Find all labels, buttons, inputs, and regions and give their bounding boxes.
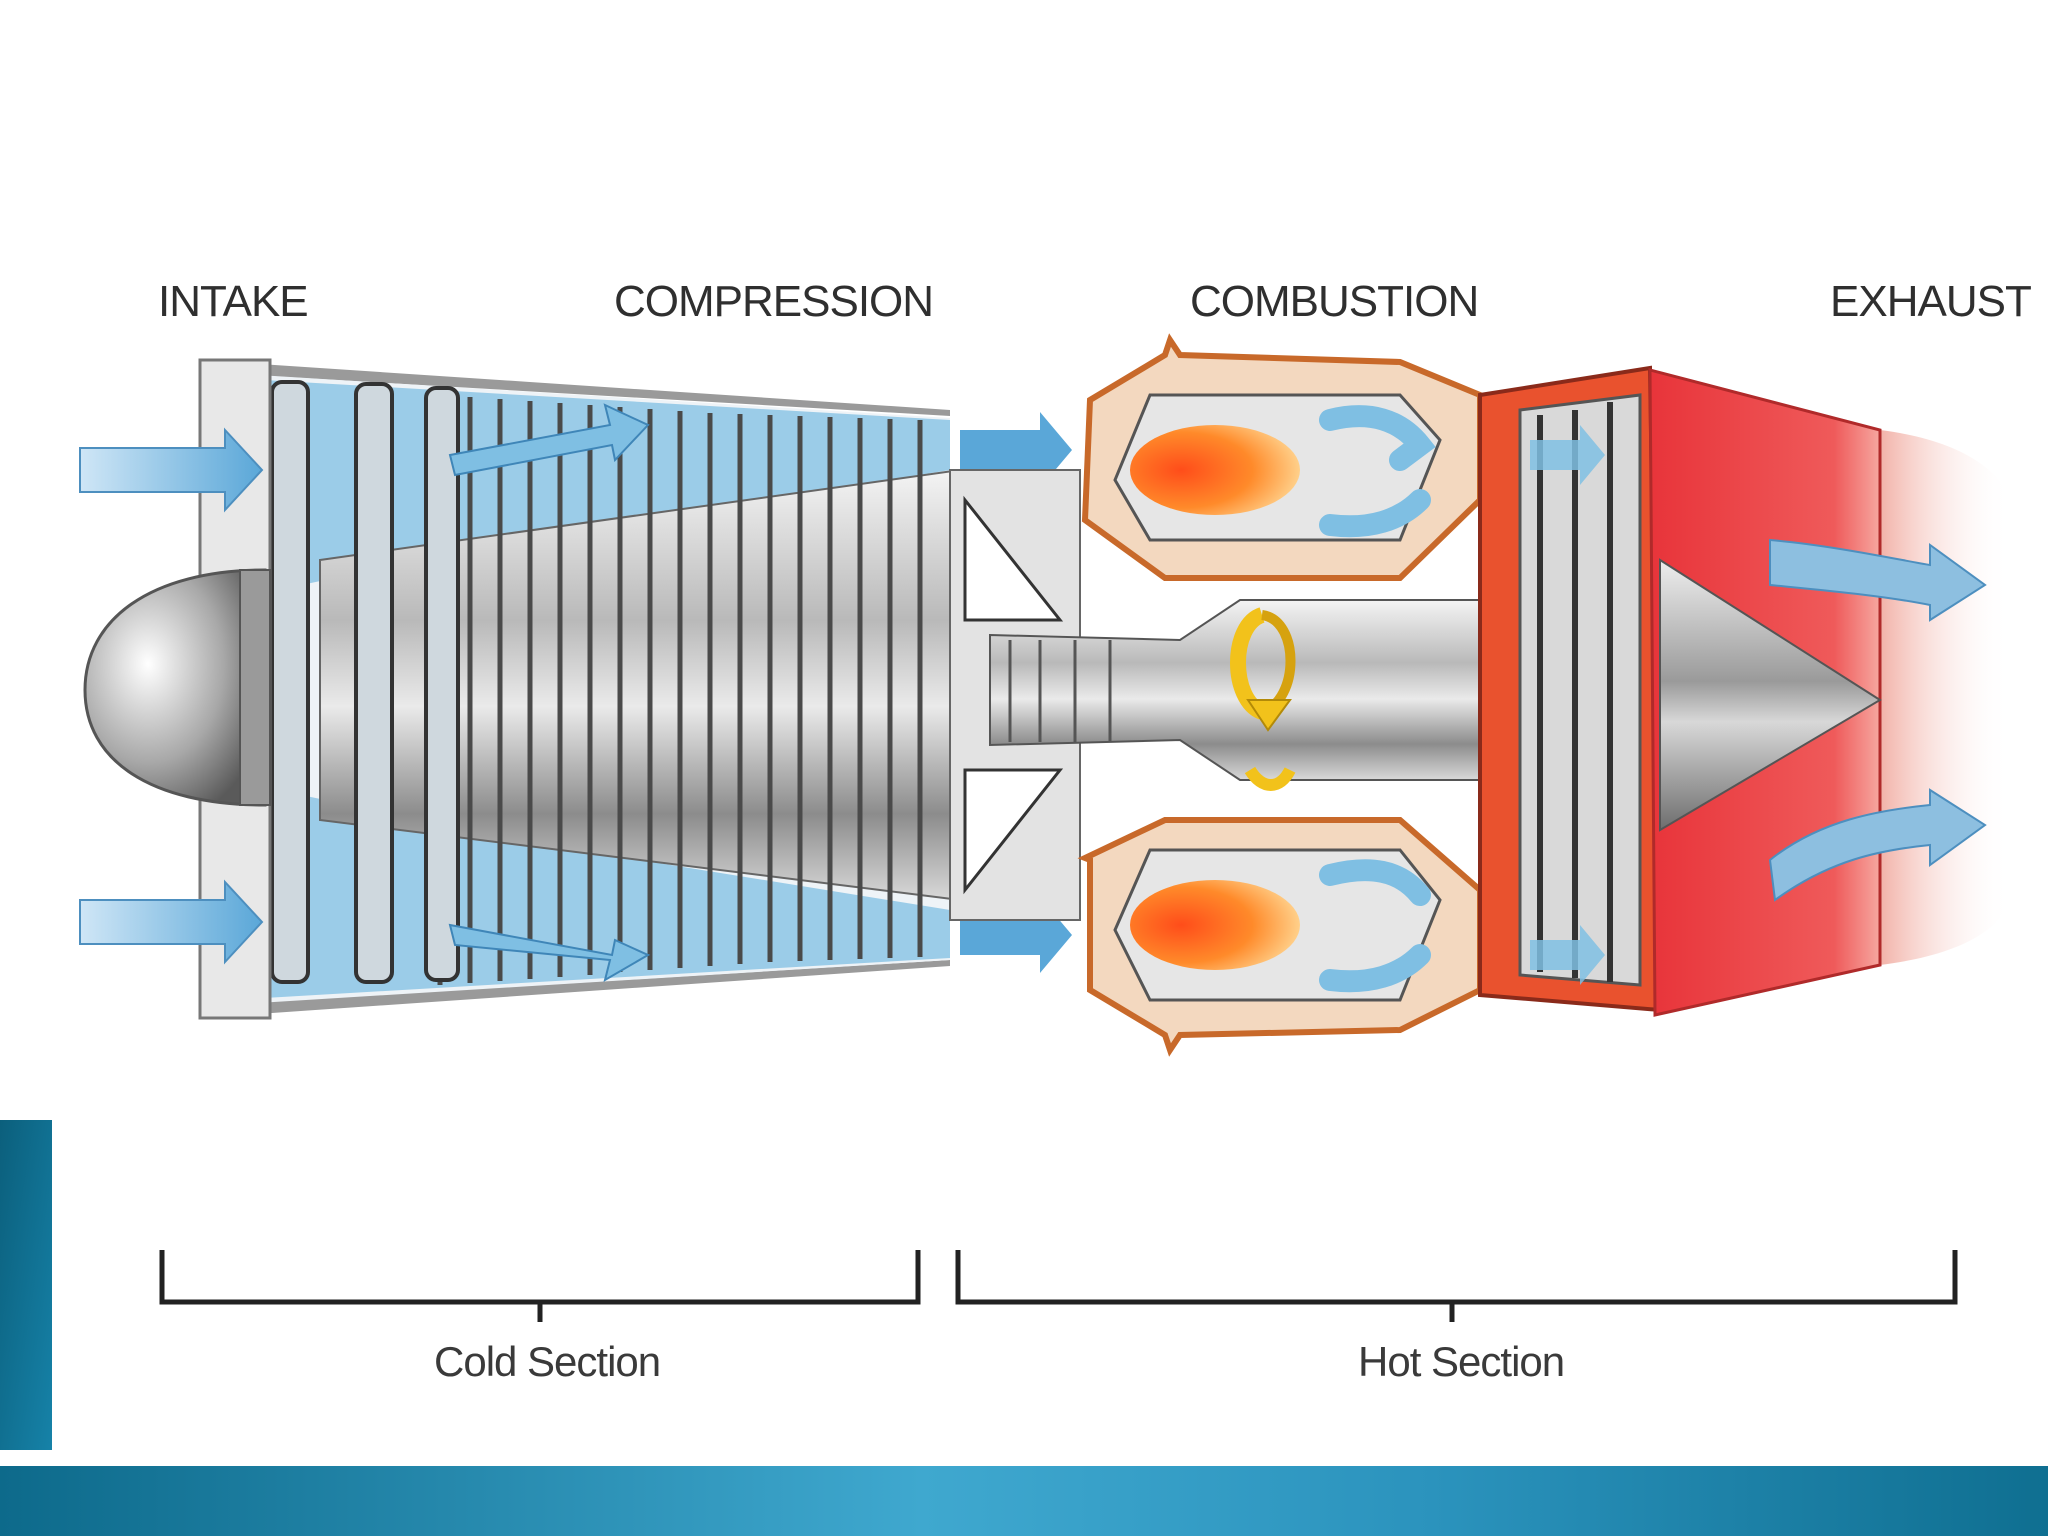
- section-label-cold: Cold Section: [434, 1338, 660, 1385]
- turbine-blades: [1537, 402, 1613, 982]
- cold-section-bracket: [159, 1250, 921, 1322]
- intake-arrow-icon: [79, 427, 264, 965]
- stage-label-intake: INTAKE: [158, 277, 308, 326]
- shaft-rings: [1008, 640, 1112, 742]
- combustor-upper: [1081, 333, 1483, 581]
- nose-cone: [83, 568, 267, 807]
- hot-section-bracket: [955, 1250, 1958, 1322]
- rotation-arrow-icon: [1230, 607, 1296, 791]
- slide-accent-bottom: [0, 1466, 2048, 1536]
- stage-label-compression: COMPRESSION: [614, 277, 933, 326]
- slide-accent-left: [0, 1120, 52, 1450]
- stage-label-combustion: COMBUSTION: [1190, 277, 1478, 326]
- flame-icon: [1130, 425, 1300, 515]
- tail-cone: [1659, 558, 1882, 832]
- combustor-lower: [1077, 817, 1483, 1057]
- fan-stages: [270, 380, 460, 984]
- exhaust-arrow-icon: [1768, 538, 1987, 902]
- section-label-hot: Hot Section: [1358, 1338, 1564, 1385]
- stage-label-exhaust: EXHAUST: [1830, 277, 2031, 326]
- exhaust-plume: [1880, 430, 2010, 965]
